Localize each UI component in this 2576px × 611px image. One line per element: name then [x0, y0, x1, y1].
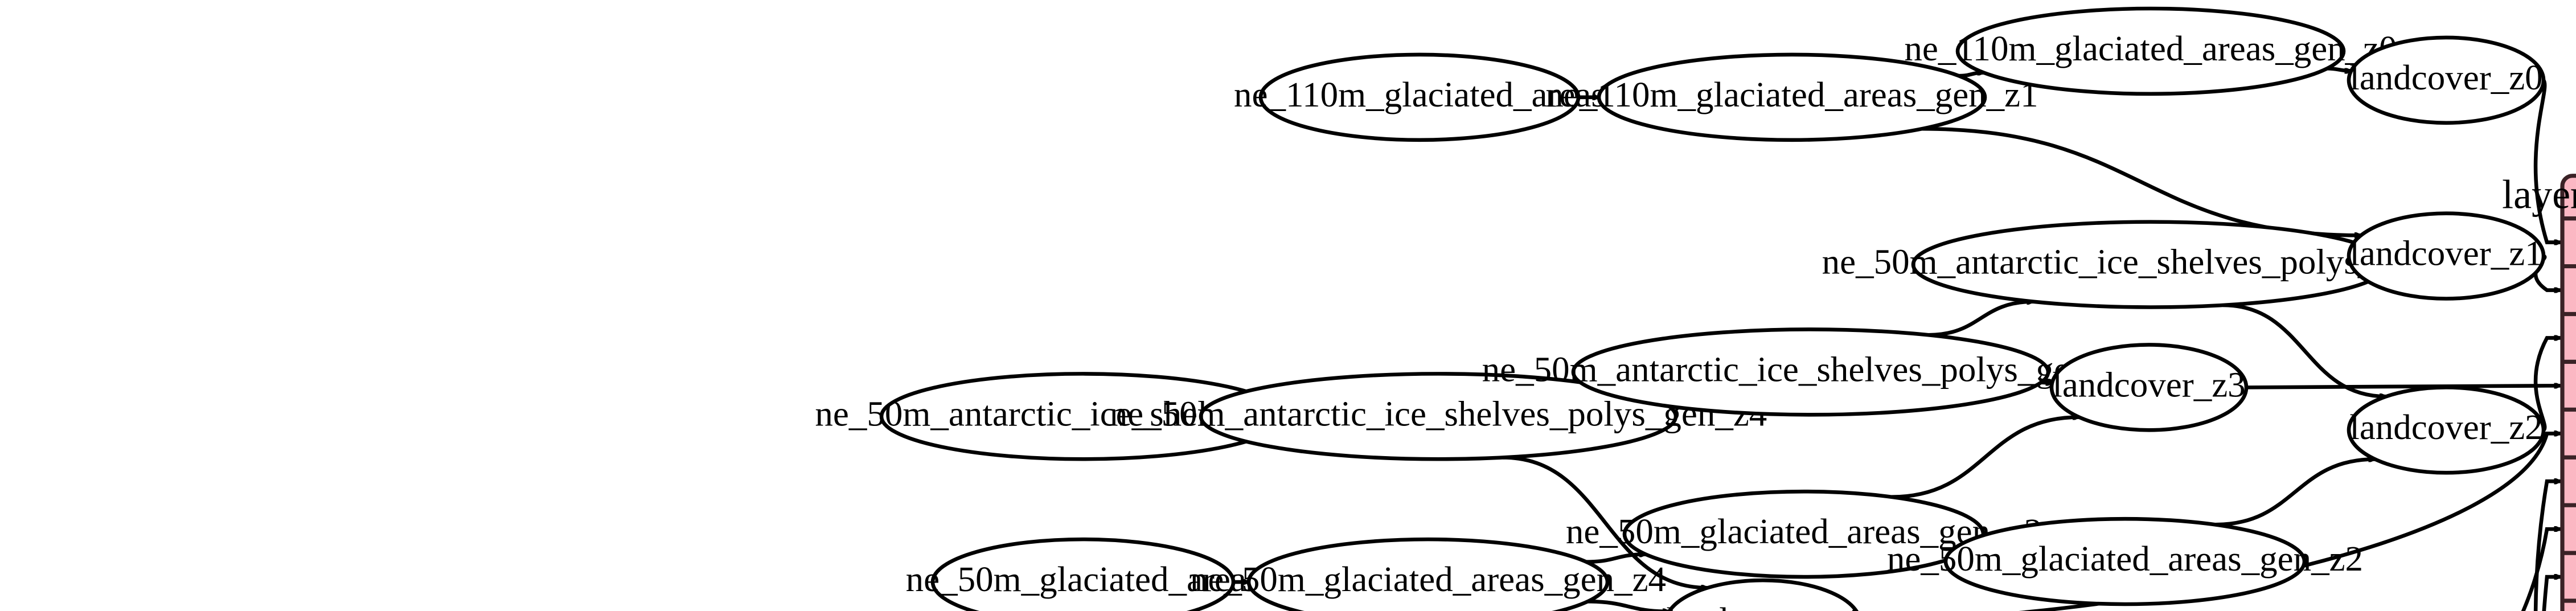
edge-landcover_z4-to-z4	[2018, 433, 2561, 611]
edge-ne_50m_glaciated_areas_gen_z2-to-landcover_z2	[2215, 459, 2375, 527]
node-shape	[1943, 516, 2307, 606]
edge-ne_50m_glaciated_areas_gen_z4-to-ne_50m_glaciated_areas_gen_z3	[1586, 554, 1646, 564]
node-shape	[2347, 211, 2546, 301]
node-shape	[930, 537, 1236, 611]
layer-landcover-record	[2560, 174, 2576, 611]
node-shape	[1246, 537, 1610, 611]
graph-node-landcover_z1[interactable]: landcover_z1	[2347, 211, 2546, 301]
edge-ne_110m_glaciated_areas_gen_z0-to-landcover_z0	[2327, 67, 2351, 71]
edge-ne_110m_glaciated_areas_gen_z1-to-landcover_z1	[1922, 126, 2361, 235]
graph-node-landcover_z0[interactable]: landcover_z0	[2347, 35, 2546, 125]
graph-node-landcover_z2[interactable]: landcover_z2	[2347, 386, 2546, 475]
node-shape	[2347, 386, 2546, 475]
edge-ne_50m_antarctic_ice_shelves_polys_gen_z4-to-landcover_z4	[1503, 456, 1708, 588]
node-shape	[1667, 578, 1859, 611]
node-shape	[1258, 52, 1581, 142]
edge-ne_50m_antarctic_ice_shelves_polys_gen_z3-to-ne_50m_antarctic_ice_shelves_polys_gen_z2	[1927, 302, 2033, 337]
graph-node-landcover_z4[interactable]: landcover_z4	[1666, 578, 1860, 611]
edge-landcover_z6-to-z6	[2521, 529, 2561, 611]
node-shape	[2347, 35, 2546, 125]
node-shape	[1597, 52, 1987, 142]
edge-landcover_z0-to-z0	[2533, 79, 2561, 243]
graph-node-ne_110m_glaciated_areas_gen_z0[interactable]: ne_110m_glaciated_areas_gen_z0	[1904, 6, 2397, 96]
edge-ne_50m_glaciated_areas_gen_z4-to-landcover_z4	[1588, 600, 1669, 611]
graph-node-ne_50m_glaciated_areas[interactable]: ne_50m_glaciated_areas	[906, 537, 1261, 611]
graph-node-ne_110m_glaciated_areas[interactable]: ne_110m_glaciated_areas	[1234, 52, 1605, 142]
node-shape	[1911, 220, 2390, 309]
edge-ne_50m_glaciated_areas_gen_z3-to-landcover_z3	[1891, 417, 2079, 499]
node-shape	[1571, 327, 2050, 417]
node-shape	[1622, 489, 1986, 579]
edge-landcover_z3-to-z3	[2246, 386, 2561, 389]
graph-node-landcover_z3[interactable]: landcover_z3	[2049, 343, 2249, 432]
node-shape	[2049, 343, 2249, 432]
graph-node-ne_110m_glaciated_areas_gen_z1[interactable]: ne_110m_glaciated_areas_gen_z1	[1545, 52, 2038, 142]
node-shape	[1955, 6, 2346, 96]
edge-landcover_z5-to-z5	[2533, 481, 2561, 611]
edge-ne_50m_antarctic_ice_shelves_polys_gen_z2-to-landcover_z2	[2223, 303, 2386, 396]
node-shape	[1199, 372, 1678, 461]
nodes-layer: imposm3osm_landcover_polygonsimplify_vw_…	[815, 6, 2546, 611]
